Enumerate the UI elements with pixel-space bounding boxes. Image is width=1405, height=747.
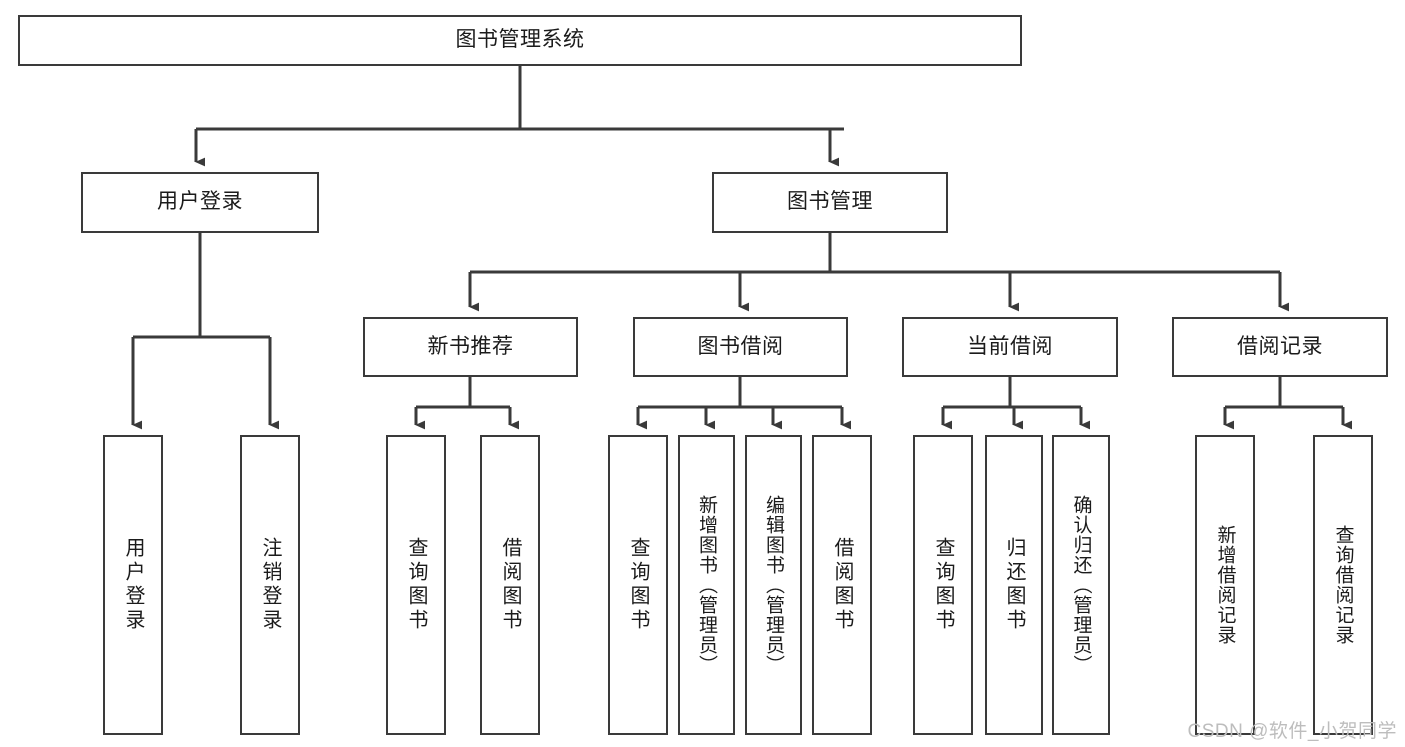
node-label: 图书借阅 [697,334,784,358]
node-label: 图书管理系统 [455,28,585,52]
node-label: 查询图书 [932,537,954,633]
node-label: 用户登录 [157,190,243,214]
node-label: 图书管理 [787,190,873,214]
node-label: 确认归还（管理员） [1070,495,1092,675]
node-label: 当前借阅 [967,334,1053,358]
node-label: 归还图书 [1003,537,1025,633]
node-label: 查询图书 [627,537,649,633]
node-borrow-records[interactable]: 借阅记录 [1172,317,1388,377]
node-label: 新增借阅记录 [1214,525,1236,645]
leaf-newbook-query-book[interactable]: 查询图书 [386,435,446,735]
leaf-records-query-record[interactable]: 查询借阅记录 [1313,435,1373,735]
leaf-currentborrow-return-book[interactable]: 归还图书 [985,435,1043,735]
node-label: 新增图书（管理员） [696,495,717,675]
node-new-book-recommend[interactable]: 新书推荐 [363,317,578,377]
leaf-bookborrow-edit-book-admin[interactable]: 编辑图书（管理员） [745,435,802,735]
leaf-user-login[interactable]: 用户登录 [103,435,163,735]
node-book-borrow[interactable]: 图书借阅 [633,317,848,377]
node-label: 编辑图书（管理员） [763,495,784,675]
node-user-login[interactable]: 用户登录 [81,172,319,233]
leaf-newbook-borrow-book[interactable]: 借阅图书 [480,435,540,735]
node-label: 查询图书 [405,537,427,633]
leaf-bookborrow-query-book[interactable]: 查询图书 [608,435,668,735]
node-label: 借阅图书 [831,537,853,633]
leaf-currentborrow-confirm-return-admin[interactable]: 确认归还（管理员） [1052,435,1110,735]
leaf-bookborrow-borrow-book[interactable]: 借阅图书 [812,435,872,735]
node-current-borrow[interactable]: 当前借阅 [902,317,1118,377]
leaf-bookborrow-add-book-admin[interactable]: 新增图书（管理员） [678,435,735,735]
node-root-book-management-system[interactable]: 图书管理系统 [18,15,1022,66]
leaf-currentborrow-query-book[interactable]: 查询图书 [913,435,973,735]
leaf-logout[interactable]: 注销登录 [240,435,300,735]
node-label: 查询借阅记录 [1332,525,1354,645]
node-book-management[interactable]: 图书管理 [712,172,948,233]
csdn-watermark: CSDN @软件_小贺同学 [1187,721,1397,742]
node-label: 注销登录 [259,537,281,633]
leaf-records-add-record[interactable]: 新增借阅记录 [1195,435,1255,735]
node-label: 借阅图书 [499,537,521,633]
node-label: 新书推荐 [427,334,514,358]
node-label: 用户登录 [122,537,144,633]
node-label: 借阅记录 [1237,334,1323,358]
